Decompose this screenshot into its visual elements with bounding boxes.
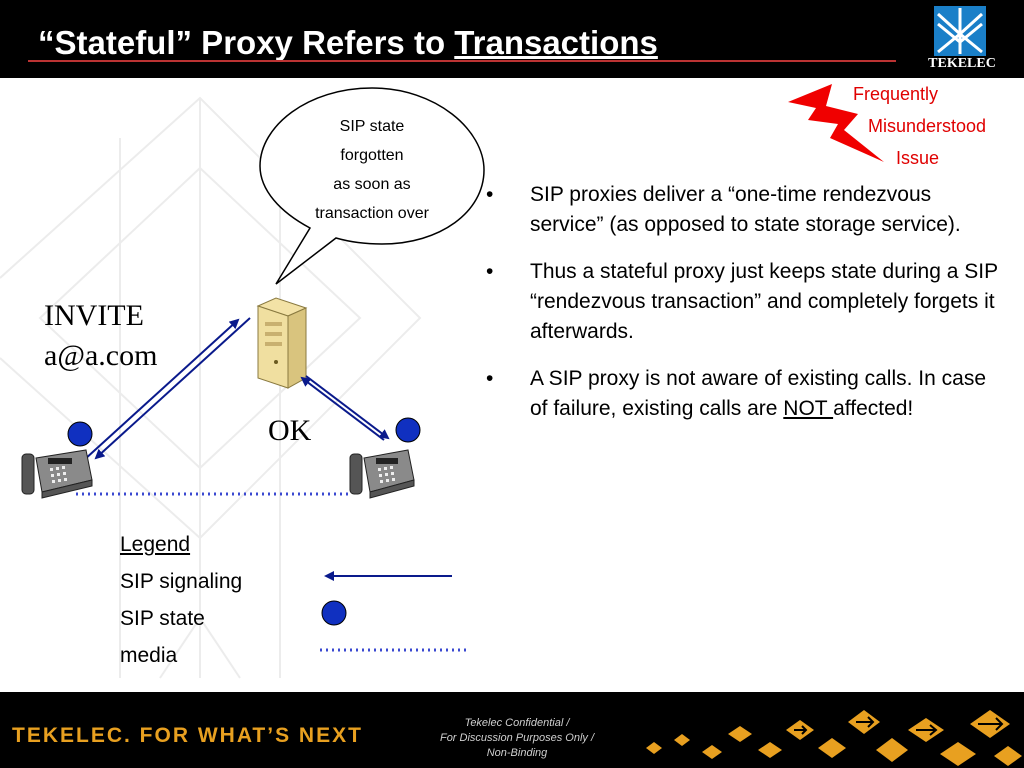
phone-left-icon: [21, 449, 93, 499]
legend-item-media: media: [120, 644, 178, 667]
footer-arrow-pattern: [646, 710, 1022, 766]
bullet-emphasis: NOT: [783, 397, 834, 420]
legend-item-state: SIP state: [120, 607, 205, 630]
tekelec-logo-icon: [934, 6, 986, 56]
badge-line-3: Issue: [896, 148, 940, 168]
response-arrow: [83, 318, 240, 461]
invite-label-line-1: INVITE: [44, 299, 144, 332]
bullet-item: •A SIP proxy is not aware of existing ca…: [486, 367, 987, 420]
bullet-item: •SIP proxies deliver a “one-time rendezv…: [486, 183, 961, 236]
legend-title: Legend: [120, 533, 191, 556]
footer-bar: [0, 692, 1024, 768]
invite-label-line-2: a@a.com: [44, 339, 158, 372]
slide-title: “Stateful” Proxy Refers to Transactions: [38, 24, 658, 61]
invite-arrow: [94, 317, 251, 460]
sip-state-dot-right: [395, 417, 421, 443]
bubble-line: forgotten: [340, 147, 404, 164]
confidential-notice: Tekelec Confidential / For Discussion Pu…: [418, 716, 616, 761]
legend-item-signaling: SIP signaling: [120, 570, 243, 593]
sip-state-dot-left: [67, 421, 93, 447]
slide-title-underlined: Transactions: [454, 24, 658, 61]
confidential-line: Tekelec Confidential /: [464, 717, 570, 729]
footer-tagline: TEKELEC. FOR WHAT’S NEXT: [12, 724, 363, 747]
logo-wordmark: TEKELEC: [928, 56, 996, 71]
background-watermark: [0, 96, 422, 679]
sip-diagram: [21, 297, 421, 499]
title-rule: [28, 60, 896, 62]
invite-label: INVITE a@a.com: [44, 296, 157, 376]
bullet-item: •Thus a stateful proxy just keeps state …: [486, 260, 998, 343]
bullet-text: A SIP proxy is not aware of existing cal…: [530, 367, 987, 420]
lightning-bolt-icon: [788, 84, 884, 162]
badge-line-1: Frequently: [853, 84, 939, 104]
legend-symbols: [320, 571, 468, 652]
bubble-line: transaction over: [315, 205, 429, 222]
forward-arrow: [305, 375, 390, 440]
confidential-line: For Discussion Purposes Only /: [439, 732, 595, 744]
phone-right-icon: [349, 449, 415, 499]
bubble-line: as soon as: [333, 176, 411, 193]
badge-line-2: Misunderstood: [868, 116, 987, 136]
bullet-text: SIP proxies deliver a “one-time rendezvo…: [530, 183, 961, 236]
bullet-text-end: affected!: [833, 397, 914, 420]
legend-state-dot: [321, 600, 347, 626]
speech-bubble: [259, 87, 485, 285]
bubble-text: SIP state forgotten as soon as transacti…: [292, 112, 452, 228]
bubble-line: SIP state: [339, 118, 405, 135]
confidential-line: Non-Binding: [486, 747, 548, 759]
ok-arrow: [300, 376, 385, 441]
ok-label: OK: [268, 414, 312, 447]
legend: Legend SIP signaling SIP state media: [120, 526, 242, 674]
bullet-text: Thus a stateful proxy just keeps state d…: [530, 260, 998, 343]
header-bar: [0, 0, 1024, 78]
bullet-list: •SIP proxies deliver a “one-time rendezv…: [486, 180, 1006, 441]
proxy-server-icon: [256, 297, 308, 389]
